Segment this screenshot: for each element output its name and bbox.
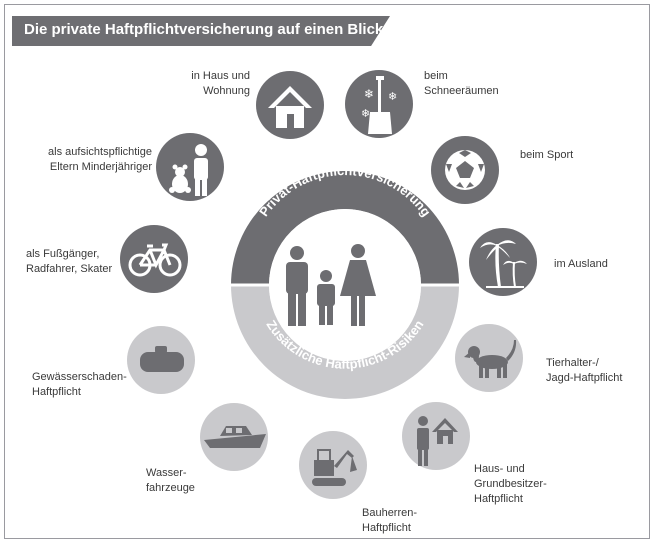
ring-bottom-half <box>231 285 459 399</box>
title-bar <box>12 16 390 46</box>
item-circle-property <box>402 402 470 470</box>
label-water: Gewässerschaden-Haftpflicht <box>32 371 127 398</box>
ring-top-half <box>231 171 459 285</box>
snow-shovel-icon: ❄ ❄ ❄ <box>361 76 397 134</box>
house-icon <box>268 86 312 128</box>
excavator-icon <box>312 449 357 486</box>
palm-tree-icon <box>480 240 527 288</box>
person-house-icon <box>417 416 458 466</box>
label-bicycle: als Fußgänger,Radfahrer, Skater <box>26 248 113 275</box>
oil-tank-icon <box>140 346 184 372</box>
item-circle-sport <box>431 136 499 204</box>
label-boat: Wasser-fahrzeuge <box>146 467 195 494</box>
bicycle-icon <box>128 243 182 277</box>
label-pet: Tierhalter-/Jagd-Haftpflicht <box>546 357 623 384</box>
family-icon <box>286 244 376 326</box>
page-title: Die private Haftpflichtversicherung auf … <box>24 21 384 38</box>
boat-icon <box>204 426 266 448</box>
item-circle-water <box>127 326 195 394</box>
item-circle-boat <box>200 403 268 471</box>
svg-text:❄: ❄ <box>388 90 397 103</box>
soccer-ball-icon <box>445 150 485 190</box>
svg-text:❄: ❄ <box>361 107 370 120</box>
label-builder: Bauherren-Haftpflicht <box>362 507 418 534</box>
item-circle-builder <box>299 431 367 499</box>
item-circle-pet <box>455 324 523 392</box>
item-circle-house <box>256 71 324 139</box>
svg-text:❄: ❄ <box>364 87 374 101</box>
parent-teddy-icon <box>169 144 208 196</box>
frame <box>4 4 650 539</box>
item-circle-parents <box>156 133 224 201</box>
item-circle-abroad <box>469 228 537 296</box>
item-circle-snow: ❄ ❄ ❄ <box>345 70 413 138</box>
dog-icon <box>464 340 517 378</box>
label-abroad: im Ausland <box>554 258 608 270</box>
label-sport: beim Sport <box>520 149 574 161</box>
item-circle-bicycle <box>120 225 188 293</box>
